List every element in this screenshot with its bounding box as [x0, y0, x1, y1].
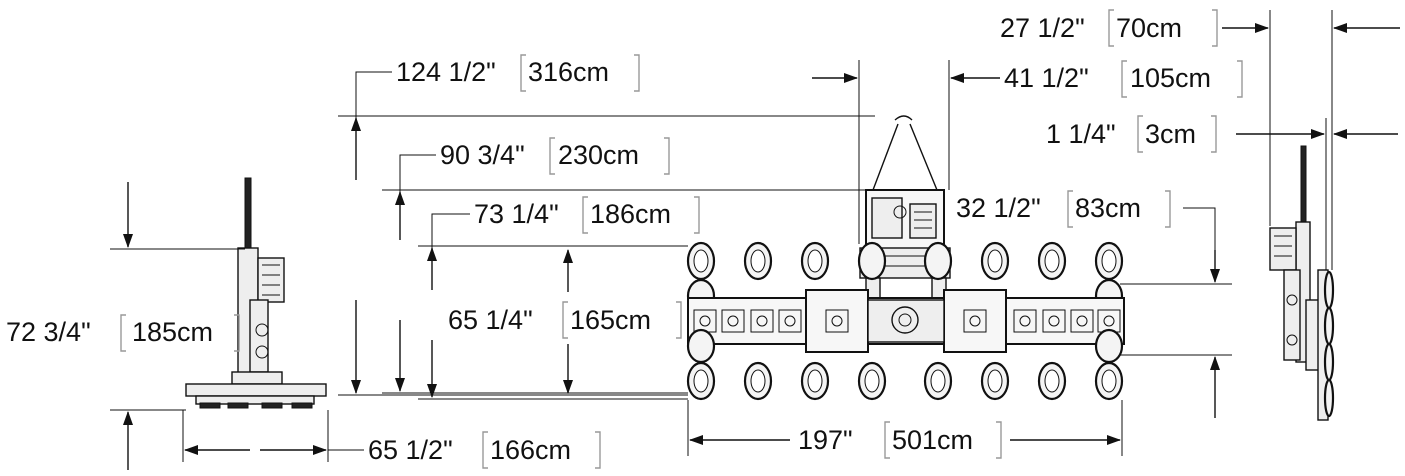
center-width-imperial: 41 1/2"	[1004, 63, 1089, 93]
length-dimension: 197" 501cm	[687, 400, 1123, 459]
pad-depth-metric: 3cm	[1145, 119, 1196, 149]
side-width-metric: 166cm	[490, 435, 571, 465]
frame-top-metric: 230cm	[558, 140, 639, 170]
side-width-imperial: 65 1/2"	[368, 435, 453, 465]
pad-span-dimension: 65 1/4" 165cm	[448, 249, 682, 394]
total-height-metric: 316cm	[528, 57, 609, 87]
frame-top-imperial: 90 3/4"	[440, 140, 525, 170]
total-height-dimension: 124 1/2" 316cm	[351, 54, 640, 394]
frame-top-dimension: 90 3/4" 230cm	[395, 137, 670, 392]
pad-span-metric: 165cm	[570, 305, 651, 335]
suction-cups-top-row	[686, 241, 1124, 281]
depth-metric: 70cm	[1116, 13, 1182, 43]
frame-height-imperial: 73 1/4"	[474, 199, 559, 229]
frame-height-metric: 186cm	[590, 199, 671, 229]
pad-span-imperial: 65 1/4"	[448, 305, 533, 335]
side-width-dimension: 65 1/2" 166cm	[182, 410, 601, 469]
length-metric: 501cm	[892, 425, 973, 455]
side-height-metric: 185cm	[132, 317, 213, 347]
side-height-imperial: 72 3/4"	[6, 317, 91, 347]
suction-cups-bottom-row	[686, 361, 1124, 401]
frame-height-dimension: 73 1/4" 186cm	[427, 196, 700, 398]
pad-spacing-dimension: 32 1/2" 83cm	[956, 190, 1232, 418]
pad-spacing-imperial: 32 1/2"	[956, 193, 1041, 223]
side-view-right	[1269, 145, 1335, 421]
center-width-dimension: 41 1/2" 105cm	[812, 60, 1243, 244]
front-view	[686, 115, 1125, 401]
depth-dimension: 27 1/2" 70cm	[1000, 9, 1400, 270]
center-width-metric: 105cm	[1130, 63, 1211, 93]
depth-imperial: 27 1/2"	[1000, 13, 1085, 43]
pad-depth-imperial: 1 1/4"	[1046, 119, 1116, 149]
side-height-dimension: 72 3/4" 185cm	[6, 182, 245, 470]
total-height-imperial: 124 1/2"	[396, 57, 496, 87]
length-imperial: 197"	[798, 425, 853, 455]
beam-pad-mounts	[693, 309, 1121, 333]
pad-spacing-metric: 83cm	[1075, 193, 1141, 223]
side-view-left	[185, 177, 327, 409]
pad-depth-dimension: 1 1/4" 3cm	[1046, 115, 1398, 270]
